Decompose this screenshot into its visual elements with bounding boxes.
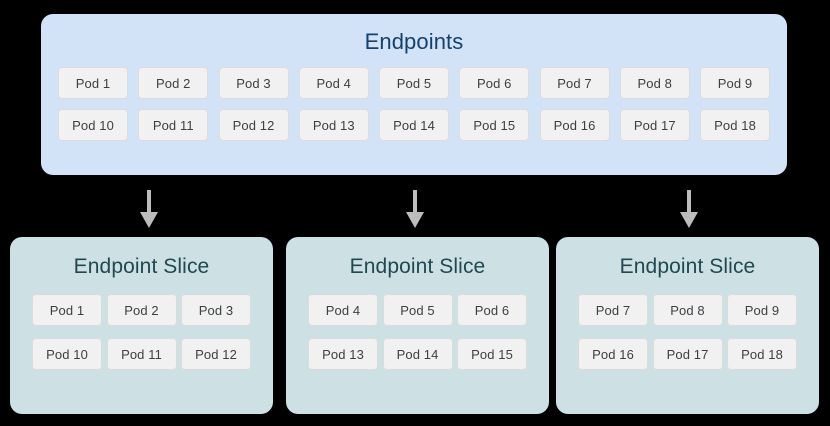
pod-chip[interactable]: Pod 17 <box>652 338 723 370</box>
pod-chip[interactable]: Pod 18 <box>727 338 797 370</box>
endpoint-slice-pod-row: Pod 16 Pod 17 Pod 18 <box>578 338 797 370</box>
arrow-stem <box>147 190 151 214</box>
pod-chip[interactable]: Pod 8 <box>619 67 690 99</box>
pod-chip[interactable]: Pod 9 <box>700 67 770 99</box>
pod-chip[interactable]: Pod 4 <box>298 67 369 99</box>
pod-chip[interactable]: Pod 4 <box>308 294 378 326</box>
pod-chip[interactable]: Pod 1 <box>58 67 128 99</box>
endpoint-slice-title: Endpoint Slice <box>349 255 486 278</box>
arrow-stem <box>687 190 691 214</box>
pod-chip[interactable]: Pod 16 <box>539 109 610 141</box>
pod-chip[interactable]: Pod 10 <box>32 338 102 370</box>
pod-chip[interactable]: Pod 2 <box>138 67 209 99</box>
pod-chip[interactable]: Pod 9 <box>727 294 797 326</box>
pod-chip[interactable]: Pod 10 <box>58 109 128 141</box>
endpoint-slice-pod-row: Pod 4 Pod 5 Pod 6 <box>308 294 527 326</box>
pod-chip[interactable]: Pod 11 <box>138 109 209 141</box>
arrow-down-icon <box>138 190 160 228</box>
pod-chip[interactable]: Pod 16 <box>578 338 648 370</box>
endpoint-slice-title: Endpoint Slice <box>73 255 210 278</box>
arrow-head <box>680 212 698 228</box>
endpoints-pod-grid: Pod 1 Pod 2 Pod 3 Pod 4 Pod 5 Pod 6 Pod … <box>41 53 787 141</box>
pod-chip[interactable]: Pod 7 <box>578 294 648 326</box>
pod-chip[interactable]: Pod 3 <box>218 67 289 99</box>
pod-chip[interactable]: Pod 13 <box>298 109 369 141</box>
endpoint-slice-title: Endpoint Slice <box>619 255 756 278</box>
pod-chip[interactable]: Pod 14 <box>382 338 453 370</box>
pod-chip[interactable]: Pod 7 <box>539 67 610 99</box>
arrow-head <box>406 212 424 228</box>
pod-chip[interactable]: Pod 11 <box>106 338 177 370</box>
endpoint-slice-card: Endpoint Slice Pod 1 Pod 2 Pod 3 Pod 10 … <box>10 237 273 414</box>
endpoint-slice-pod-grid: Pod 4 Pod 5 Pod 6 Pod 13 Pod 14 Pod 15 <box>286 277 549 370</box>
pod-chip[interactable]: Pod 12 <box>181 338 251 370</box>
endpoints-pod-row: Pod 10 Pod 11 Pod 12 Pod 13 Pod 14 Pod 1… <box>58 109 770 141</box>
arrow-down-icon <box>678 190 700 228</box>
pod-chip[interactable]: Pod 6 <box>457 294 527 326</box>
endpoint-slice-pod-row: Pod 13 Pod 14 Pod 15 <box>308 338 527 370</box>
endpoint-slice-pod-row: Pod 10 Pod 11 Pod 12 <box>32 338 251 370</box>
pod-chip[interactable]: Pod 12 <box>218 109 289 141</box>
pod-chip[interactable]: Pod 1 <box>32 294 102 326</box>
endpoints-panel: Endpoints Pod 1 Pod 2 Pod 3 Pod 4 Pod 5 … <box>41 14 787 175</box>
pod-chip[interactable]: Pod 13 <box>308 338 378 370</box>
pod-chip[interactable]: Pod 15 <box>457 338 527 370</box>
endpoints-title: Endpoints <box>364 29 464 54</box>
pod-chip[interactable]: Pod 2 <box>106 294 177 326</box>
arrow-head <box>140 212 158 228</box>
endpoints-pod-row: Pod 1 Pod 2 Pod 3 Pod 4 Pod 5 Pod 6 Pod … <box>58 67 770 99</box>
endpoint-slice-pod-grid: Pod 7 Pod 8 Pod 9 Pod 16 Pod 17 Pod 18 <box>556 277 819 370</box>
pod-chip[interactable]: Pod 18 <box>700 109 770 141</box>
endpoint-slice-pod-row: Pod 1 Pod 2 Pod 3 <box>32 294 251 326</box>
pod-chip[interactable]: Pod 17 <box>619 109 690 141</box>
pod-chip[interactable]: Pod 6 <box>459 67 530 99</box>
pod-chip[interactable]: Pod 15 <box>459 109 530 141</box>
pod-chip[interactable]: Pod 3 <box>181 294 251 326</box>
pod-chip[interactable]: Pod 8 <box>652 294 723 326</box>
pod-chip[interactable]: Pod 5 <box>379 67 449 99</box>
arrow-down-icon <box>404 190 426 228</box>
pod-chip[interactable]: Pod 14 <box>379 109 449 141</box>
arrow-stem <box>413 190 417 214</box>
endpoint-slice-pod-row: Pod 7 Pod 8 Pod 9 <box>578 294 797 326</box>
endpoint-slice-card: Endpoint Slice Pod 4 Pod 5 Pod 6 Pod 13 … <box>286 237 549 414</box>
endpoint-slice-card: Endpoint Slice Pod 7 Pod 8 Pod 9 Pod 16 … <box>556 237 819 414</box>
pod-chip[interactable]: Pod 5 <box>382 294 453 326</box>
endpoint-slice-pod-grid: Pod 1 Pod 2 Pod 3 Pod 10 Pod 11 Pod 12 <box>10 277 273 370</box>
